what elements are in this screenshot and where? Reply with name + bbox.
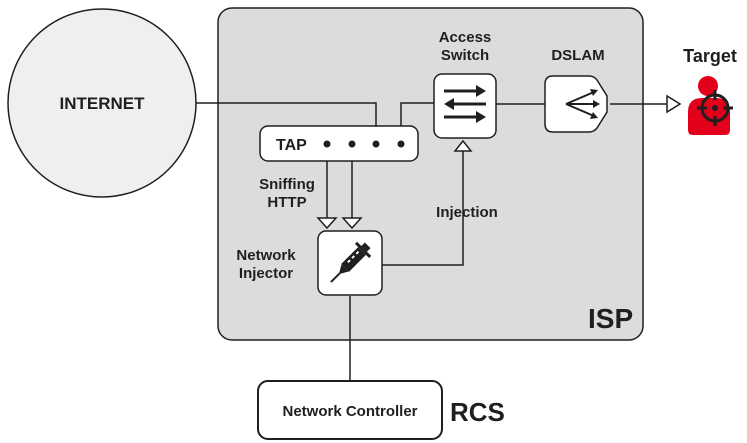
tap-ports [323, 140, 405, 148]
target-label: Target [683, 46, 737, 66]
syringe-icon [330, 241, 372, 283]
crosshair-person-icon [688, 76, 733, 135]
network-controller-label: Network Controller [282, 403, 417, 420]
dslam-label: DSLAM [551, 47, 604, 64]
sniff-arrowheads [316, 217, 363, 230]
target-arrowhead [666, 94, 682, 114]
bidirectional-arrows-icon [444, 85, 486, 123]
injection-label: Injection [436, 204, 498, 221]
sniff-arrowhead [316, 217, 338, 230]
tap-port [348, 140, 356, 148]
injection-arrowhead [453, 139, 473, 152]
tap-box [259, 125, 419, 162]
isp-label: ISP [588, 303, 633, 334]
tap-port [397, 140, 405, 148]
internet-label: INTERNET [60, 94, 146, 113]
sniffing-label-line1: Sniffing [259, 176, 315, 193]
tap-label: TAP [276, 137, 307, 154]
access-switch-box [433, 73, 497, 139]
network-injector-label-line1: Network [236, 247, 296, 264]
access-switch-label-line2: Switch [441, 47, 489, 64]
sniff-arrowhead [341, 217, 363, 230]
tap-port [372, 140, 380, 148]
tap-port [323, 140, 331, 148]
sniffing-label-line2: HTTP [267, 194, 306, 211]
network-injector-label-line2: Injector [239, 265, 293, 282]
rcs-label: RCS [450, 397, 505, 427]
fan-out-arrows-icon [565, 89, 600, 119]
access-switch-label-line1: Access [439, 29, 492, 46]
network-controller-box [257, 380, 443, 440]
injection-line [382, 151, 464, 266]
